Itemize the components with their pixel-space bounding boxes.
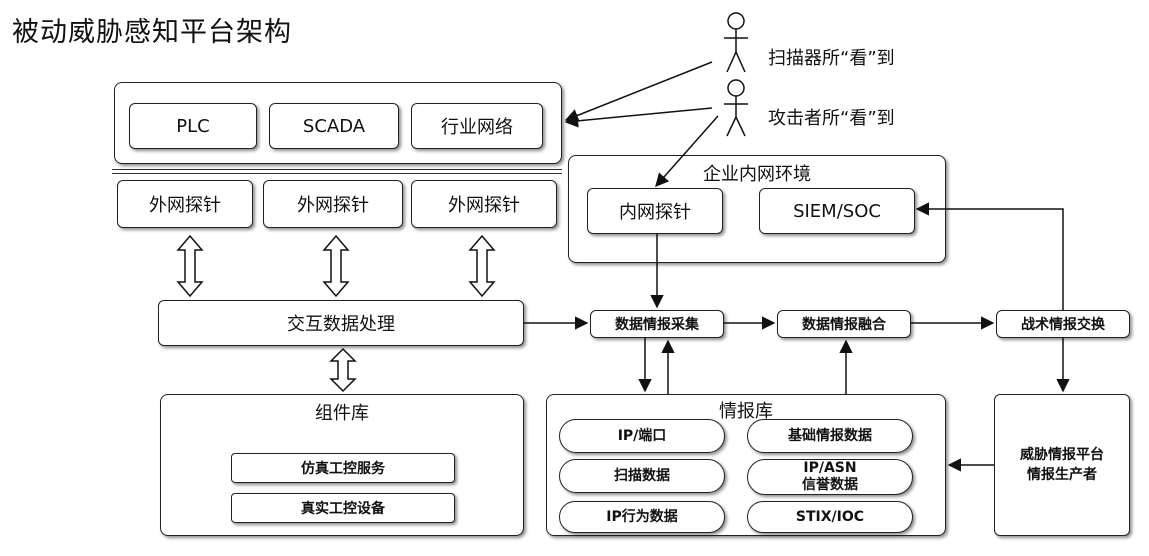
enterprise-container: 企业内网环境 内网探针 SIEM/SOC [568,155,946,263]
intel-scan-data: 扫描数据 [559,459,725,493]
scanner-actor-icon [724,12,748,73]
intel-producer-box: 威胁情报平台 情报生产者 [994,394,1130,536]
intel-ip-behavior: IP行为数据 [559,501,725,533]
attacker-to-targets-arrow [564,107,713,128]
enterprise-title: 企业内网环境 [703,164,811,185]
interaction-component-double-arrow [329,347,357,393]
interaction-processing-box: 交互数据处理 [158,300,524,346]
attacker-to-internal-probe-arrow [655,115,719,188]
component-lib-container: 组件库 仿真工控服务 真实工控设备 [160,394,524,536]
separator-line-bottom [112,173,562,174]
external-probe-1: 外网探针 [117,180,253,228]
data-fusion-box: 数据情报融合 [777,310,911,338]
diagram-title: 被动威胁感知平台架构 [12,17,292,48]
intel-basic-data: 基础情报数据 [747,419,913,453]
plc-box: PLC [129,103,257,149]
scanner-to-targets-arrow [564,61,713,122]
attacker-actor-icon [724,79,748,137]
probe3-interaction-double-arrow [468,234,496,298]
industry-network-box: 行业网络 [411,103,543,149]
probe2-interaction-double-arrow [322,234,350,298]
probe1-interaction-double-arrow [176,234,204,298]
exchange-to-siem-arrow [915,202,1064,310]
intel-ip-asn-reputation: IP/ASN 信誉数据 [747,459,913,495]
separator-line-top [112,169,562,170]
targets-container: PLC SCADA 行业网络 [114,82,562,164]
component-lib-title: 组件库 [315,403,369,424]
data-collect-box: 数据情报采集 [590,310,724,338]
intel-stix-ioc: STIX/IOC [747,501,913,533]
scada-box: SCADA [269,103,399,149]
intel-lib-container: 情报库 IP/端口 基础情报数据 扫描数据 IP/ASN 信誉数据 IP行为数据… [546,394,946,536]
intel-ip-asn-line: IP/ASN [803,460,857,476]
producer-line-1: 威胁情报平台 [1020,447,1104,463]
external-probe-2: 外网探针 [263,180,403,228]
attacker-label: 攻击者所“看”到 [768,108,895,129]
tactical-exchange-box: 战术情报交换 [996,310,1130,338]
simulated-ics-service: 仿真工控服务 [231,453,455,483]
producer-line-2: 情报生产者 [1027,467,1097,483]
internal-probe-box: 内网探针 [587,188,723,234]
scanner-label: 扫描器所“看”到 [768,48,895,69]
external-probe-3: 外网探针 [411,180,557,228]
intel-lib-title: 情报库 [719,401,773,422]
intel-reputation-line: 信誉数据 [802,477,858,493]
real-ics-device: 真实工控设备 [231,493,455,523]
intel-ip-port: IP/端口 [559,419,725,453]
siem-soc-box: SIEM/SOC [759,188,915,234]
